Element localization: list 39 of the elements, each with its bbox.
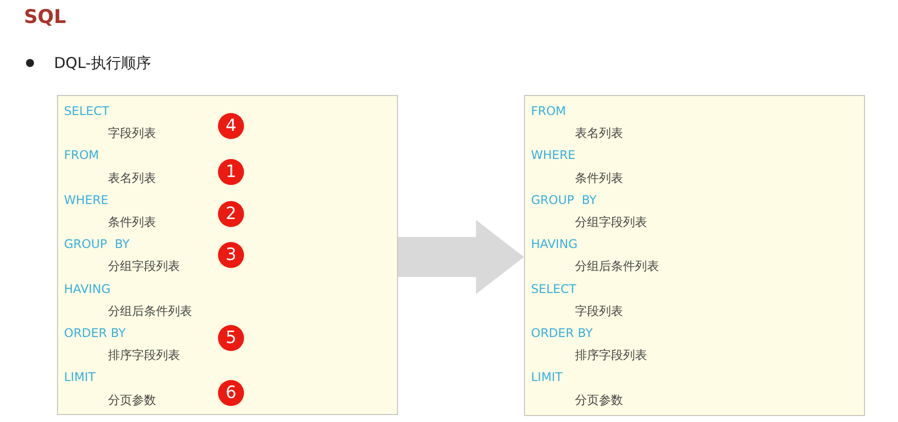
step-number: 5 [218,325,244,351]
sql-keyword: HAVING [64,282,110,297]
sql-keyword: LIMIT [64,370,96,386]
clause-text: 分页参数 [108,392,156,408]
sql-keyword: WHERE [64,192,108,208]
clause-text: 分组后条件列表 [575,259,659,274]
step-number: 1 [218,159,244,185]
sql-keyword: LIMIT [531,370,562,386]
sql-keyword: SELECT [531,282,576,297]
clause-text: 表名列表 [108,170,156,186]
clause-text: 条件列表 [575,170,623,186]
step-number: 4 [218,113,244,139]
sql-keyword: SELECT [64,104,110,119]
step-number: 3 [218,242,244,268]
block-arrow [398,220,524,294]
clause-text: 字段列表 [108,126,156,142]
clause-text: 表名列表 [575,126,623,142]
step-number: 2 [218,201,244,227]
bullet-text: DQL-执行顺序 [54,54,151,73]
clause-text: 字段列表 [575,304,623,319]
sql-keyword: GROUP BY [531,192,597,208]
slide-title: SQL [24,6,66,28]
clause-text: 分组后条件列表 [108,304,192,319]
query-panel [57,95,398,415]
clause-text: 分页参数 [575,392,623,408]
clause-text: 分组字段列表 [108,259,180,274]
clause-text: 排序字段列表 [575,348,647,364]
sql-keyword: ORDER BY [64,326,126,341]
sql-keyword: GROUP BY [64,237,130,252]
sql-keyword: FROM [531,104,566,119]
query-panel [524,95,865,416]
step-number: 6 [218,380,244,406]
clause-text: 条件列表 [108,215,156,230]
sql-keyword: HAVING [531,237,578,252]
clause-text: 排序字段列表 [108,348,180,364]
clause-text: 分组字段列表 [575,215,647,230]
sql-keyword: FROM [64,148,100,164]
sql-keyword: ORDER BY [531,326,593,341]
sql-keyword: WHERE [531,148,576,164]
